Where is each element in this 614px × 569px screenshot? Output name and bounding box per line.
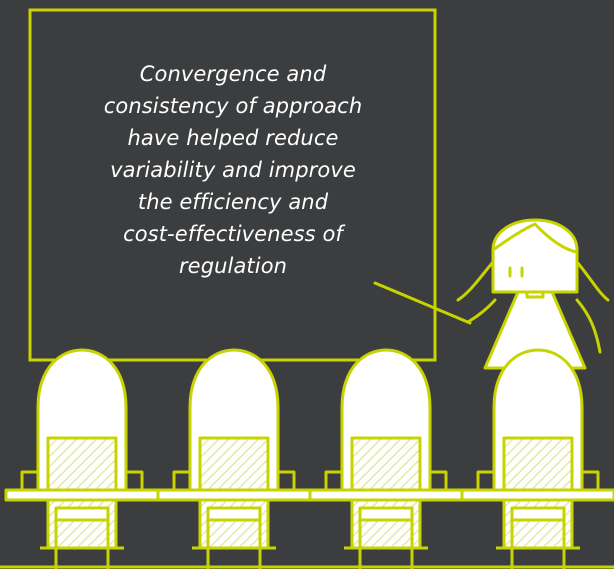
quote-line-6: cost-effectiveness of: [123, 222, 343, 246]
board-quote: Convergence and consistency of approach …: [60, 58, 406, 282]
audience-seat-1: [4, 348, 160, 569]
quote-line-4: variability and improve: [110, 158, 356, 182]
quote-line-7: regulation: [178, 254, 288, 278]
presenter-figure: [373, 218, 610, 370]
presentation-board: [28, 8, 437, 362]
quote-line-3: have helped reduce: [127, 126, 339, 150]
audience: [4, 348, 614, 569]
audience-seat-3: [308, 348, 464, 569]
presenter-head: [491, 218, 579, 294]
audience-seat-4: [460, 348, 614, 569]
quote-line-1: Convergence and: [139, 62, 327, 86]
audience-seat-2: [156, 348, 312, 569]
quote-line-2: consistency of approach: [103, 94, 363, 118]
quote-line-5: the efficiency and: [137, 190, 329, 214]
